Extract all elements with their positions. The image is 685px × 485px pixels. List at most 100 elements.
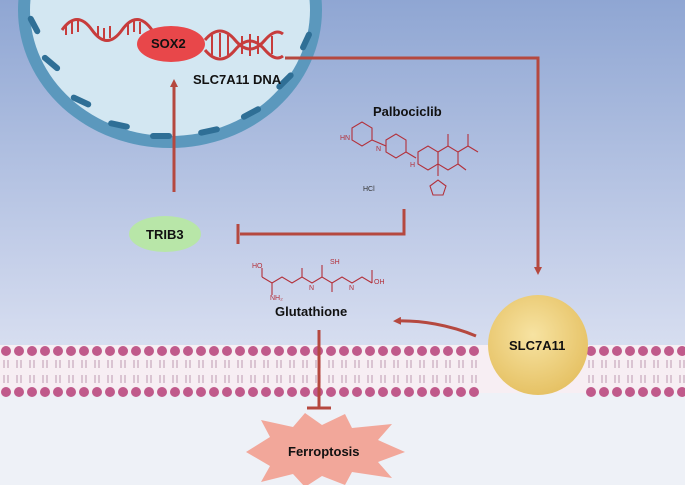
- lipid-head: [118, 346, 128, 356]
- sox2-label: SOX2: [151, 36, 186, 51]
- lipid-head: [248, 387, 258, 397]
- lipid-head: [27, 387, 37, 397]
- gsh-nh2-label: NH₂: [270, 295, 283, 302]
- ferroptosis-label: Ferroptosis: [288, 444, 360, 459]
- palbo-n-label: N: [376, 146, 382, 153]
- lipid-head: [443, 346, 453, 356]
- lipid-head: [664, 346, 674, 356]
- nucleus: [18, 0, 322, 148]
- lipid-head: [612, 346, 622, 356]
- lipid-head: [599, 346, 609, 356]
- lipid-head: [378, 346, 388, 356]
- lipid-head: [391, 387, 401, 397]
- lipid-head: [131, 346, 141, 356]
- cell-membrane: [1, 346, 685, 397]
- lipid-head: [235, 387, 245, 397]
- lipid-head: [417, 387, 427, 397]
- lipid-head: [274, 346, 284, 356]
- lipid-head: [599, 387, 609, 397]
- lipid-head: [677, 346, 685, 356]
- slc7a11-dna-label: SLC7A11 DNA: [193, 72, 282, 87]
- lipid-head: [118, 387, 128, 397]
- lipid-head: [40, 387, 50, 397]
- lipid-head: [625, 346, 635, 356]
- lipid-head: [352, 387, 362, 397]
- lipid-head: [66, 387, 76, 397]
- lipid-head: [638, 346, 648, 356]
- lipid-head: [586, 346, 596, 356]
- lipid-head: [105, 346, 115, 356]
- lipid-head: [651, 346, 661, 356]
- lipid-head: [157, 346, 167, 356]
- lipid-head: [456, 387, 466, 397]
- lipid-head: [27, 346, 37, 356]
- arrow-dna-to-slc7a11: [285, 56, 542, 275]
- lipid-head: [248, 346, 258, 356]
- lipid-head: [66, 346, 76, 356]
- gsh-oh-label: OH: [374, 279, 385, 286]
- lipid-head: [339, 387, 349, 397]
- lipid-head: [170, 387, 180, 397]
- lipid-head: [53, 346, 63, 356]
- ferroptosis-burst: [246, 413, 405, 485]
- glutathione-structure: [261, 265, 373, 295]
- lipid-head: [79, 346, 89, 356]
- nucleus-inner: [30, 0, 310, 136]
- lipid-head: [469, 387, 479, 397]
- trib3-protein: [129, 216, 201, 252]
- lipid-head: [196, 346, 206, 356]
- lipid-head: [352, 346, 362, 356]
- dna-helix: [203, 29, 284, 61]
- lipid-head: [209, 346, 219, 356]
- lipid-head: [378, 387, 388, 397]
- inhibit-palbociclib-trib3: [240, 209, 406, 236]
- lipid-head: [1, 346, 11, 356]
- lipid-head: [326, 346, 336, 356]
- lipid-head: [287, 346, 297, 356]
- lipid-head: [469, 346, 479, 356]
- lipid-head: [430, 387, 440, 397]
- lipid-head: [365, 346, 375, 356]
- lipid-head: [1, 387, 11, 397]
- lipid-head: [664, 387, 674, 397]
- lipid-head: [300, 346, 310, 356]
- rna-strand: [60, 18, 154, 42]
- lipid-head: [92, 346, 102, 356]
- lipid-head: [326, 387, 336, 397]
- lipid-head: [144, 346, 154, 356]
- lipid-head: [456, 346, 466, 356]
- lipid-head: [404, 387, 414, 397]
- lipid-head: [183, 387, 193, 397]
- lipid-head: [365, 387, 375, 397]
- slc7a11-label: SLC7A11: [509, 338, 566, 353]
- lipid-head: [14, 387, 24, 397]
- sox2-protein: [137, 26, 205, 62]
- arrow-slc7a11-to-gsh: [393, 316, 477, 338]
- lipid-head: [40, 346, 50, 356]
- lipid-head: [53, 387, 63, 397]
- hcl-label: HCl: [363, 186, 375, 193]
- lipid-head: [170, 346, 180, 356]
- slc7a11-transporter: [488, 295, 588, 395]
- gsh-ho-label: HO: [252, 263, 263, 270]
- lipid-head: [677, 387, 685, 397]
- lipid-head: [625, 387, 635, 397]
- gsh-sh-label: SH: [330, 259, 340, 266]
- lipid-head: [144, 387, 154, 397]
- lipid-head: [209, 387, 219, 397]
- trib3-label: TRIB3: [146, 227, 184, 242]
- palbociclib-structure: [351, 121, 479, 196]
- palbo-hn-label: HN: [340, 135, 351, 142]
- lipid-head: [651, 387, 661, 397]
- gsh-n2-label: N: [349, 285, 355, 292]
- lipid-head: [261, 387, 271, 397]
- lipid-head: [235, 346, 245, 356]
- lipid-head: [222, 346, 232, 356]
- lipid-head: [131, 387, 141, 397]
- palbo-nh-label: H: [410, 162, 416, 169]
- lipid-head: [391, 346, 401, 356]
- lipid-head: [79, 387, 89, 397]
- lipid-head: [404, 346, 414, 356]
